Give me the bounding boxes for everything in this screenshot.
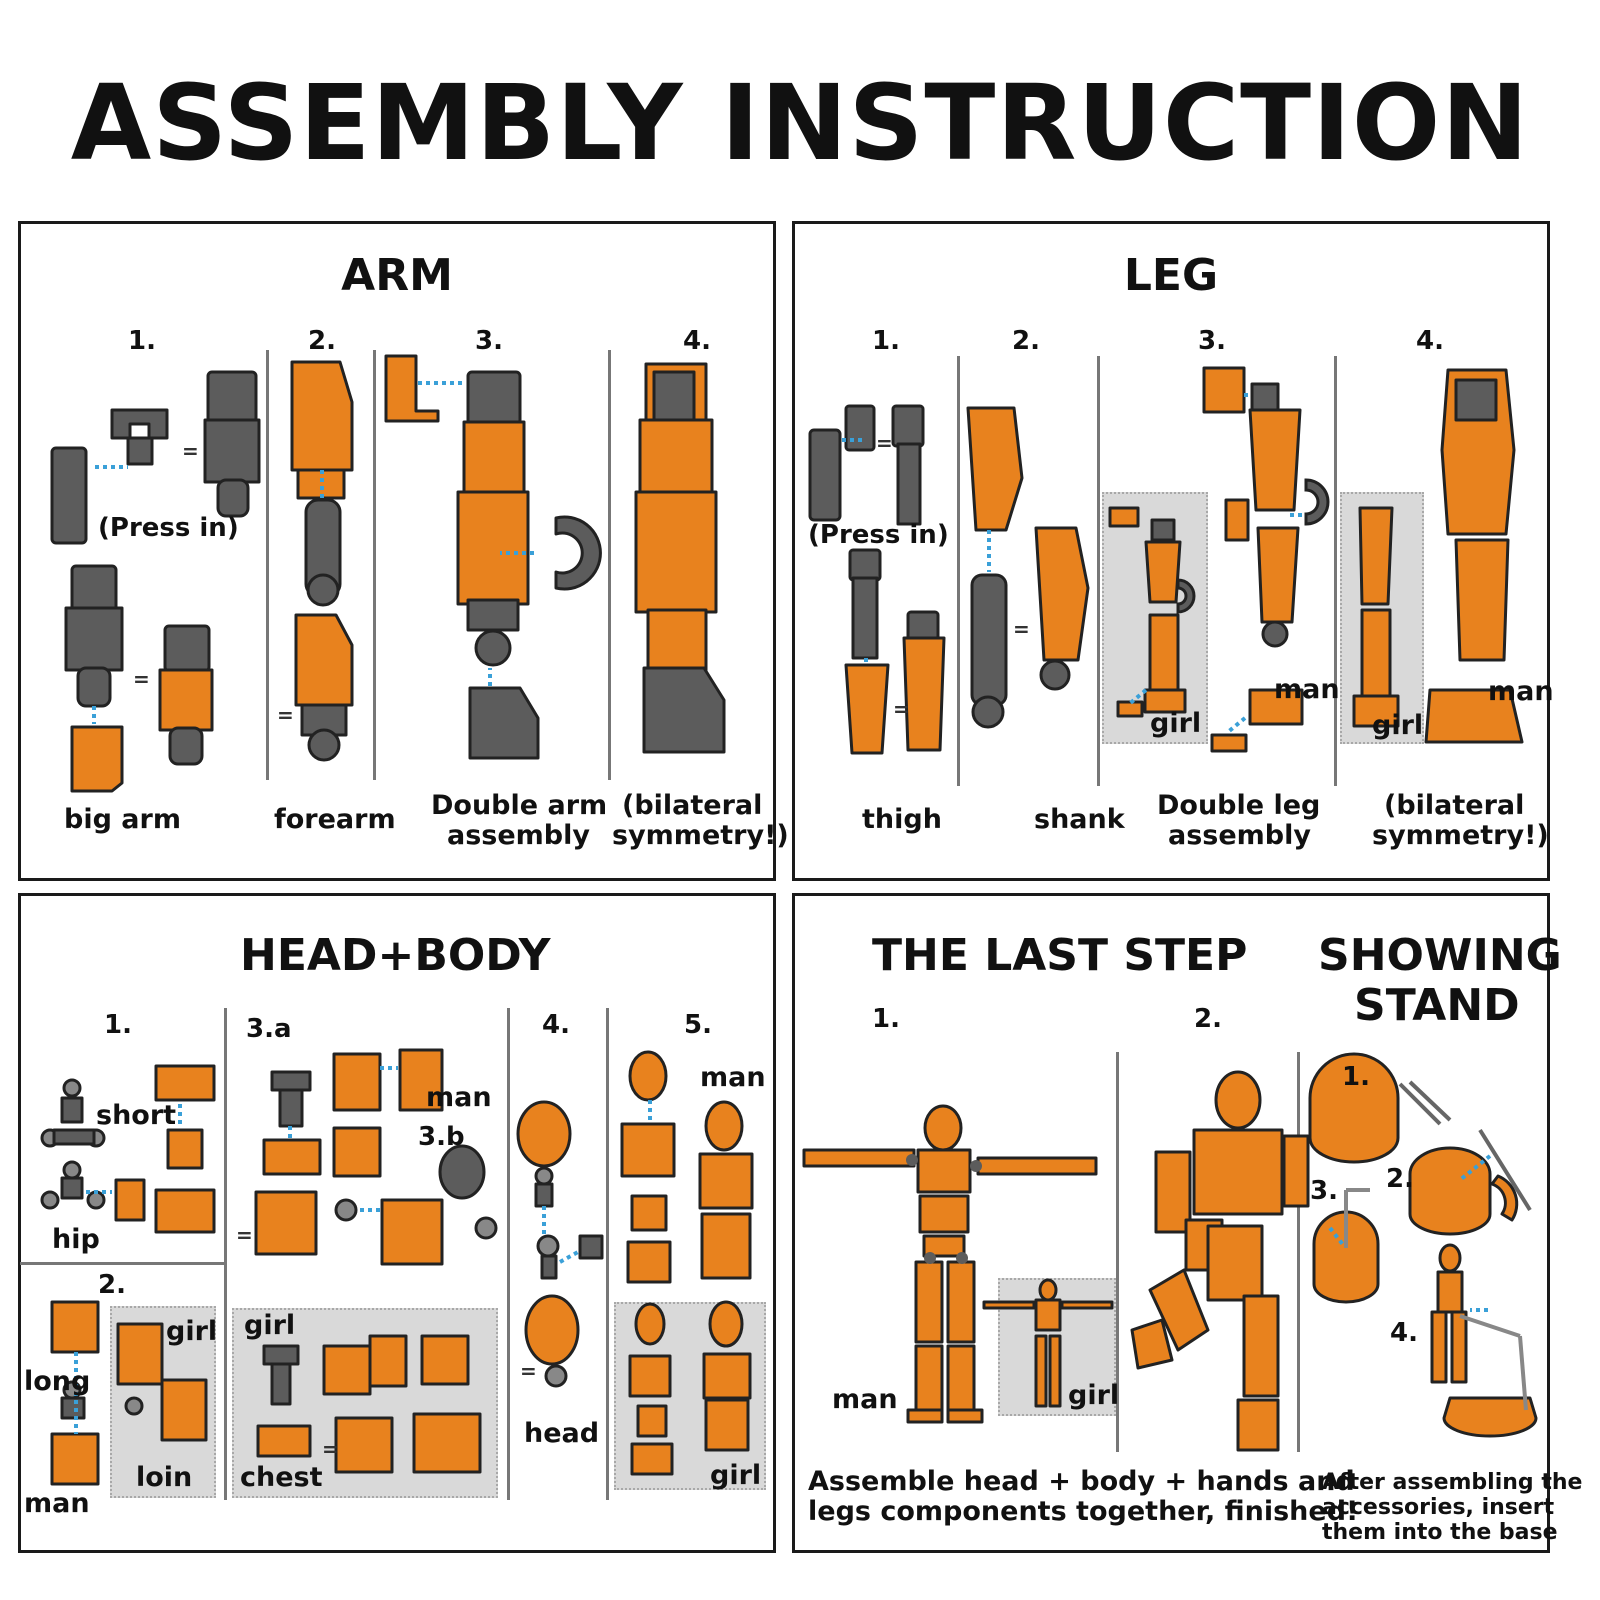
last-step-1: 1. — [872, 1004, 900, 1034]
arm-label-big-arm: big arm — [64, 804, 181, 835]
leg-tag-man-4: man — [1488, 676, 1554, 707]
svg-text:=: = — [520, 1359, 537, 1383]
hb-step-5: 5. — [684, 1010, 712, 1040]
svg-text:=: = — [1013, 617, 1030, 641]
leg-step-1: 1. — [872, 326, 900, 356]
svg-text:=: = — [893, 697, 910, 721]
stand-title-2: STAND — [1354, 980, 1520, 1031]
leg-tag-girl-3: girl — [1150, 708, 1202, 739]
hb-label-head: head — [524, 1418, 600, 1449]
leg-label-double: Double leg — [1157, 790, 1321, 821]
svg-text:=: = — [182, 439, 199, 463]
hb-label-man-5: man — [700, 1062, 766, 1093]
leg-illustration: = = = — [808, 366, 1524, 755]
stand-step-4: 4. — [1390, 1318, 1418, 1348]
hb-step-2: 2. — [98, 1270, 126, 1300]
hb-label-loin: loin — [136, 1462, 193, 1493]
svg-text:=: = — [236, 1223, 253, 1247]
leg-step-4: 4. — [1416, 326, 1444, 356]
hb-label-girl-2: girl — [166, 1316, 218, 1347]
leg-press-in: (Press in) — [808, 520, 949, 550]
hb-label-hip: hip — [52, 1224, 100, 1255]
arm-step-3: 3. — [475, 326, 503, 356]
hb-label-chest: chest — [240, 1462, 323, 1493]
stand-step-1: 1. — [1342, 1062, 1370, 1092]
svg-text:=: = — [277, 703, 294, 727]
last-caption-1: Assemble head + body + hands and — [808, 1466, 1355, 1497]
last-label-man: man — [832, 1384, 898, 1415]
arm-title: ARM — [341, 250, 453, 301]
hb-divider-3 — [606, 1008, 609, 1500]
arm-label-assembly: assembly — [447, 820, 590, 851]
leg-divider-2 — [1097, 356, 1100, 786]
leg-tag-girl-4: girl — [1372, 710, 1424, 741]
last-divider-2 — [1297, 1052, 1300, 1452]
last-divider-1 — [1116, 1052, 1119, 1452]
svg-text:=: = — [322, 1437, 339, 1461]
last-label-girl: girl — [1068, 1380, 1120, 1411]
hb-hdivider — [20, 1262, 224, 1265]
leg-label-symmetry: symmetry!) — [1372, 820, 1549, 851]
leg-label-assembly: assembly — [1168, 820, 1311, 851]
stand-caption-1: After assembling the — [1322, 1470, 1583, 1495]
stand-step-3: 3. — [1310, 1176, 1338, 1206]
hb-step-1: 1. — [104, 1010, 132, 1040]
leg-label-shank: shank — [1034, 804, 1125, 835]
leg-divider-1 — [957, 356, 960, 786]
hb-label-short: short — [96, 1100, 177, 1131]
hb-label-girl-3: girl — [244, 1310, 296, 1341]
stand-caption-2: accessories, insert — [1322, 1495, 1555, 1520]
last-caption-2: legs components together, finished! — [808, 1496, 1359, 1527]
arm-divider-1 — [266, 350, 269, 780]
last-step-2: 2. — [1194, 1004, 1222, 1034]
headbody-illustration: = = = — [40, 1048, 754, 1486]
hb-label-man-3: man — [426, 1082, 492, 1113]
arm-divider-3 — [608, 350, 611, 780]
leg-label-thigh: thigh — [862, 804, 942, 835]
arm-illustration: = = = — [50, 354, 726, 793]
leg-tag-man-3: man — [1274, 674, 1340, 705]
hb-step-3a: 3.a — [246, 1014, 292, 1044]
stand-step-2: 2. — [1386, 1164, 1414, 1194]
hb-divider-2 — [507, 1008, 510, 1500]
arm-step-4: 4. — [683, 326, 711, 356]
hb-divider-1 — [224, 1008, 227, 1500]
arm-divider-2 — [373, 350, 376, 780]
arm-step-1: 1. — [128, 326, 156, 356]
last-title: THE LAST STEP — [872, 930, 1248, 981]
arm-press-in: (Press in) — [98, 513, 239, 543]
hb-label-long: long — [24, 1366, 91, 1397]
leg-step-3: 3. — [1198, 326, 1226, 356]
headbody-title: HEAD+BODY — [240, 930, 551, 981]
stand-title-1: SHOWING — [1318, 930, 1562, 981]
leg-label-bilateral: (bilateral — [1384, 790, 1525, 821]
arm-label-double: Double arm — [431, 790, 608, 821]
arm-label-bilateral: (bilateral — [622, 790, 763, 821]
arm-label-symmetry: symmetry!) — [612, 820, 789, 851]
arm-label-forearm: forearm — [274, 804, 396, 835]
arm-step-2: 2. — [308, 326, 336, 356]
leg-title: LEG — [1123, 250, 1219, 301]
page-title: ASSEMBLY INSTRUCTION — [70, 62, 1530, 184]
leg-divider-3 — [1334, 356, 1337, 786]
svg-text:=: = — [133, 667, 150, 691]
hb-label-man-2: man — [24, 1488, 90, 1519]
leg-step-2: 2. — [1012, 326, 1040, 356]
stand-caption-3: them into the base — [1322, 1520, 1558, 1545]
hb-step-4: 4. — [542, 1010, 570, 1040]
svg-text:=: = — [876, 431, 893, 455]
hb-label-girl-5: girl — [710, 1460, 762, 1491]
